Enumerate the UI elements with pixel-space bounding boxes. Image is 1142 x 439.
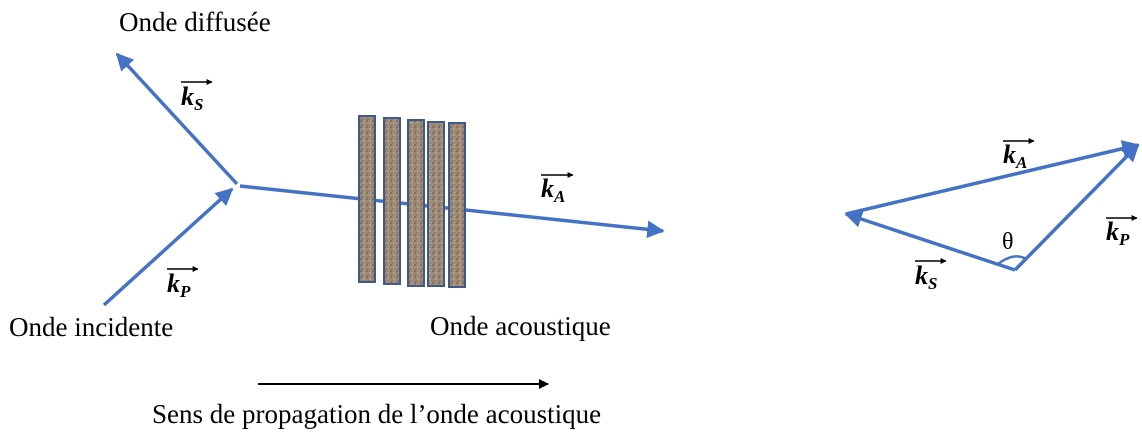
acoustic-wave-label: Onde acoustique xyxy=(430,311,611,341)
theta-arc xyxy=(997,255,1027,266)
propagation-direction-label: Sens de propagation de l’onde acoustique xyxy=(152,399,601,429)
ks-vector xyxy=(844,210,1016,272)
grating-plate xyxy=(358,115,376,283)
ka-label-left: kA xyxy=(541,172,574,206)
svg-text:kP: kP xyxy=(167,269,191,301)
acoustic-grating xyxy=(358,115,466,288)
ka-vector xyxy=(845,140,1140,216)
ks-label-right: kS xyxy=(915,258,947,293)
scattered-wave-label: Onde diffusée xyxy=(119,7,271,37)
grating-plate xyxy=(448,122,466,288)
grating-plate xyxy=(383,117,401,285)
svg-text:kA: kA xyxy=(541,174,565,206)
incident-wave-label: Onde incidente xyxy=(9,312,173,342)
scattering-diagram: kS kP kA Onde diffusée Onde incidente On… xyxy=(9,7,665,429)
incident-wave-vector xyxy=(102,187,234,307)
kp-vector xyxy=(1013,143,1140,272)
ks-label-left: kS xyxy=(181,79,213,114)
theta-label: θ xyxy=(1002,229,1014,255)
wave-vector-triangle: θ kA kS kP xyxy=(844,138,1140,293)
ka-label-right: kA xyxy=(1003,138,1035,172)
svg-text:kA: kA xyxy=(1003,140,1027,172)
svg-text:kS: kS xyxy=(915,261,937,293)
scattered-wave-vector xyxy=(115,52,239,186)
kp-label-left: kP xyxy=(167,266,199,301)
svg-text:kS: kS xyxy=(181,82,203,114)
grating-plate xyxy=(427,121,445,287)
kp-label-right: kP xyxy=(1106,215,1138,249)
svg-text:kP: kP xyxy=(1106,217,1130,249)
grating-plate xyxy=(407,119,425,287)
